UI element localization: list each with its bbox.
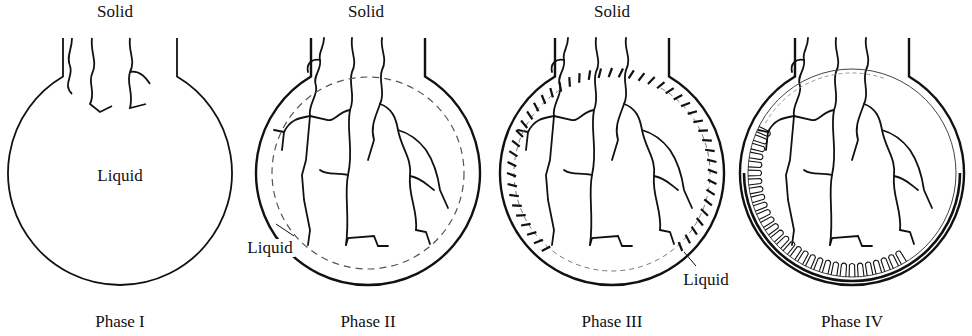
leader-line — [684, 252, 696, 266]
columnar-crystal — [849, 263, 855, 276]
columnar-crystal — [749, 186, 763, 193]
liquid-label: Liquid — [681, 271, 730, 290]
dendrites — [274, 38, 448, 246]
wall-crystal — [698, 129, 708, 132]
wall-crystal — [688, 111, 697, 114]
columnar-crystal — [751, 194, 765, 202]
solid-label: Solid — [97, 3, 133, 22]
wall-crystal — [707, 190, 715, 195]
phase-label: Phase II — [340, 313, 395, 332]
wall-crystal — [512, 141, 520, 147]
phase-label: Phase I — [95, 313, 145, 332]
wall-crystal — [679, 242, 683, 251]
wall-crystal — [686, 235, 690, 244]
wall-crystal — [697, 218, 703, 225]
dendrites — [518, 38, 692, 246]
wall-crystal — [509, 195, 519, 196]
wall-crystal — [568, 77, 571, 87]
wall-crystal — [516, 130, 523, 137]
wall-crystal — [521, 224, 531, 226]
inner-wall — [748, 69, 956, 277]
wall-crystal — [674, 95, 683, 99]
wall-crystal — [692, 227, 697, 235]
wall-crystal — [542, 95, 546, 104]
columnar-crystal — [840, 263, 846, 277]
wall-crystal — [708, 170, 717, 173]
flask-outline — [740, 38, 964, 285]
columnar-crystal — [753, 202, 767, 211]
wall-crystal — [534, 240, 543, 244]
columnar-crystal — [749, 152, 763, 159]
wall-crystal — [542, 247, 551, 251]
wall-crystal — [508, 184, 517, 186]
dendrites — [68, 38, 150, 112]
wall-crystal — [578, 73, 581, 83]
wall-crystal — [704, 199, 712, 205]
solid-label: Solid — [594, 3, 630, 22]
leader-line — [276, 224, 294, 236]
wall-crystal — [560, 82, 562, 92]
columnar-crystal — [831, 262, 838, 276]
solid-label: Solid — [348, 3, 384, 22]
columnar-crystal — [751, 143, 765, 151]
columnar-crystal — [757, 210, 771, 220]
liquid-label: Liquid — [95, 167, 144, 186]
flask-outline — [500, 38, 724, 285]
interface-line — [514, 88, 710, 271]
wall-crystal — [707, 160, 716, 162]
wall-crystal — [681, 103, 690, 107]
columnar-crystal — [857, 263, 863, 277]
wall-crystal — [534, 103, 538, 112]
columnar-crystal — [753, 135, 767, 144]
columnar-crystal — [889, 255, 899, 269]
wall-crystal — [516, 214, 526, 217]
columnar-crystal — [748, 161, 762, 167]
columnar-crystal — [873, 260, 881, 274]
wall-crystal — [657, 82, 664, 88]
columnar-crystal — [822, 260, 830, 274]
wall-crystal — [512, 204, 522, 207]
wall-crystal — [589, 70, 590, 80]
columnar-crystal — [748, 178, 762, 184]
wall-crystal — [550, 88, 553, 97]
wall-crystal — [705, 150, 715, 151]
columnar-crystal — [748, 170, 761, 176]
wall-crystal — [702, 139, 712, 142]
wall-crystal — [527, 232, 536, 235]
wall-crystal — [609, 68, 612, 77]
columnar-crystal — [881, 258, 890, 272]
wall-crystal — [693, 121, 703, 123]
wall-crystal — [666, 88, 674, 93]
wall-crystal — [527, 111, 532, 119]
columnar-crystal — [757, 126, 771, 136]
wall-crystal — [638, 73, 644, 81]
wall-crystal — [648, 77, 655, 84]
columnar-crystal — [814, 258, 823, 272]
wall-crystal — [708, 180, 717, 184]
wall-crystal — [508, 162, 517, 166]
interface-line — [765, 73, 886, 123]
liquid-label: Liquid — [245, 239, 294, 258]
wall-crystal — [507, 173, 516, 176]
phase-label: Phase IV — [821, 313, 883, 332]
flask-outline — [8, 38, 232, 285]
columnar-crystal — [865, 262, 872, 276]
wall-crystal — [599, 69, 601, 78]
wall-crystal — [509, 151, 517, 156]
wall-crystal — [619, 69, 623, 78]
interface-line — [272, 77, 464, 269]
wall-crystal — [701, 209, 708, 216]
wall-crystal — [629, 70, 634, 78]
wall-crystal — [521, 121, 527, 128]
solid-shell — [744, 173, 960, 281]
phase-label: Phase III — [582, 313, 643, 332]
